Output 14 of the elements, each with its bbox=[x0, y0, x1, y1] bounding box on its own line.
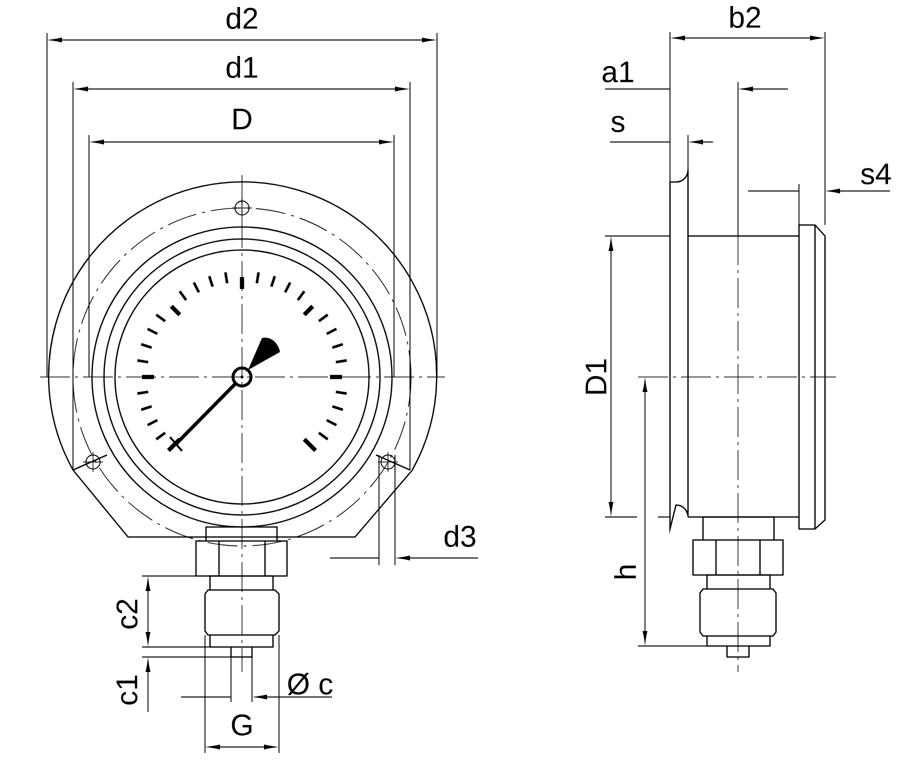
dimension-label: D1 bbox=[586, 359, 606, 394]
dimension-label: b2 bbox=[730, 6, 760, 28]
dimension-label: s4 bbox=[861, 164, 891, 184]
dimension-label: d1 bbox=[226, 56, 258, 78]
dimension-label: c1 bbox=[116, 676, 138, 704]
dimension-label: c2 bbox=[116, 600, 138, 629]
dimension-label: h bbox=[614, 566, 636, 578]
dimension-label: d3 bbox=[444, 525, 476, 547]
dimension-label: D bbox=[234, 108, 252, 130]
dimension-label: d2 bbox=[226, 7, 258, 29]
dimension-label: a1 bbox=[602, 62, 634, 82]
dimension-label: G bbox=[232, 714, 252, 736]
dimension-label: s bbox=[611, 116, 624, 132]
dimension-label: Ø c bbox=[288, 672, 332, 696]
